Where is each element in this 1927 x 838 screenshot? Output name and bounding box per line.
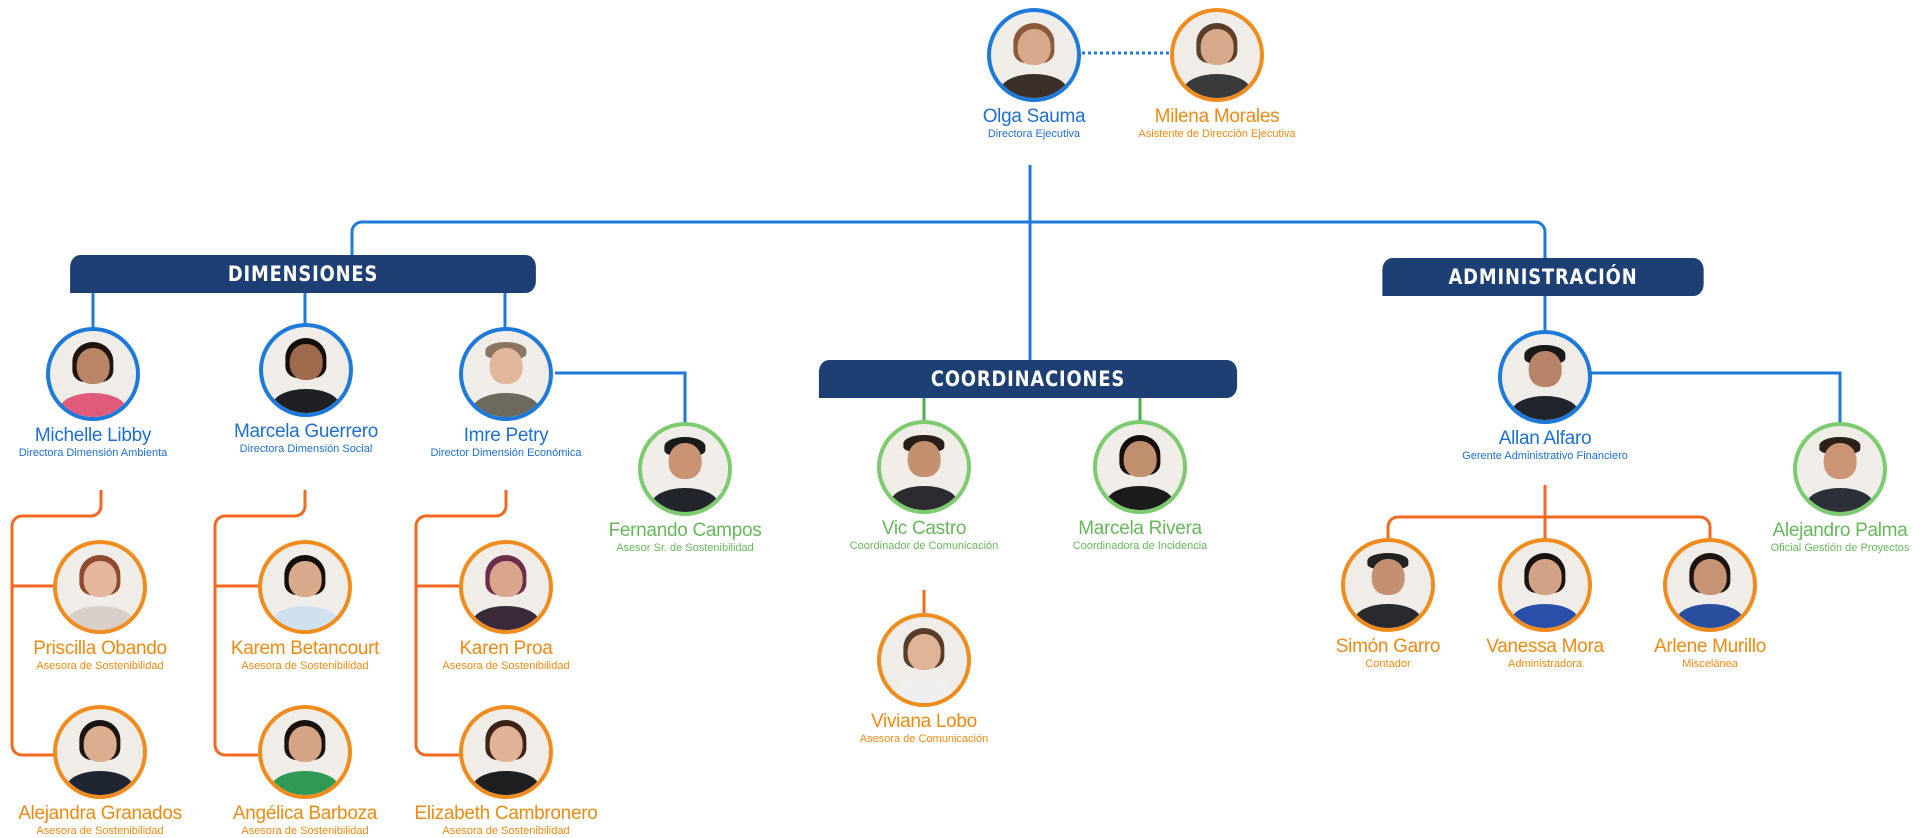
person-role: Director Dimensión Económica: [430, 447, 582, 459]
person-name: Milena Morales: [1154, 106, 1280, 127]
person-role: Asesora de Sostenibilidad: [442, 825, 570, 837]
avatar: [1170, 8, 1264, 102]
person-marcela-guerrero: Marcela Guerrero Directora Dimensión Soc…: [181, 323, 431, 456]
person-name: Allan Alfaro: [1498, 428, 1592, 449]
avatar: [1663, 538, 1757, 632]
avatar: [258, 705, 352, 799]
avatar: [1498, 538, 1592, 632]
avatar: [638, 422, 732, 516]
person-role: Oficial Gestión de Proyectos: [1770, 542, 1910, 554]
person-name: Karen Proa: [459, 638, 553, 659]
header-administracion-label: ADMINISTRACIÓN: [1448, 265, 1638, 289]
avatar: [258, 540, 352, 634]
person-name: Vanessa Mora: [1486, 636, 1604, 657]
header-coordinaciones-label: COORDINACIONES: [930, 367, 1126, 391]
person-name: Viviana Lobo: [871, 711, 977, 732]
header-coordinaciones: COORDINACIONES: [818, 360, 1238, 398]
person-role: Gerente Administrativo Financiero: [1462, 450, 1628, 462]
person-priscilla-obando: Priscilla Obando Asesora de Sostenibilid…: [0, 540, 225, 673]
avatar: [459, 327, 553, 421]
person-role: Miscelánea: [1682, 658, 1738, 670]
person-role: Asesora de Sostenibilidad: [241, 660, 369, 672]
person-michelle-libby: Michelle Libby Directora Dimensión Ambie…: [0, 327, 218, 460]
avatar: [53, 540, 147, 634]
person-vanessa-mora: Vanessa Mora Administradora: [1420, 538, 1670, 671]
person-name: Olga Sauma: [982, 106, 1086, 127]
person-name: Michelle Libby: [34, 425, 152, 446]
avatar: [46, 327, 140, 421]
person-name: Vic Castro: [881, 518, 967, 539]
person-role: Asesor Sr. de Sostenibilidad: [616, 542, 754, 554]
header-dimensiones: DIMENSIONES: [70, 255, 536, 293]
person-karen-proa: Karen Proa Asesora de Sostenibilidad: [381, 540, 631, 673]
header-administracion: ADMINISTRACIÓN: [1382, 258, 1704, 296]
person-karem-betancourt: Karem Betancourt Asesora de Sostenibilid…: [180, 540, 430, 673]
avatar: [987, 8, 1081, 102]
person-milena-morales: Milena Morales Asistente de Dirección Ej…: [1092, 8, 1342, 141]
person-alejandra-granados: Alejandra Granados Asesora de Sostenibil…: [0, 705, 225, 838]
person-role: Coordinadora de Incidencia: [1072, 540, 1208, 552]
avatar: [459, 540, 553, 634]
person-viviana-lobo: Viviana Lobo Asesora de Comunicación: [799, 613, 1049, 746]
person-imre-petry: Imre Petry Director Dimensión Económica: [381, 327, 631, 460]
person-role: Asesora de Sostenibilidad: [442, 660, 570, 672]
person-role: Directora Ejecutiva: [987, 128, 1081, 140]
person-simon-garro: Simón Garro Contador: [1263, 538, 1513, 671]
person-name: Karem Betancourt: [230, 638, 380, 659]
person-role: Administradora: [1508, 658, 1582, 670]
person-name: Imre Petry: [463, 425, 549, 446]
person-elizabeth-cambronero: Elizabeth Cambronero Asesora de Sostenib…: [381, 705, 631, 838]
person-name: Priscilla Obando: [33, 638, 167, 659]
header-dimensiones-label: DIMENSIONES: [227, 262, 379, 286]
person-vic-castro: Vic Castro Coordinador de Comunicación: [799, 420, 1049, 553]
person-name: Simón Garro: [1335, 636, 1441, 657]
avatar: [1093, 420, 1187, 514]
person-name: Elizabeth Cambronero: [414, 803, 598, 824]
person-allan-alfaro: Allan Alfaro Gerente Administrativo Fina…: [1420, 330, 1670, 463]
person-role: Coordinador de Comunicación: [849, 540, 999, 552]
avatar: [1498, 330, 1592, 424]
person-role: Directora Dimensión Ambienta: [18, 447, 168, 459]
person-name: Alejandra Granados: [18, 803, 182, 824]
person-role: Asesora de Sostenibilidad: [36, 660, 164, 672]
avatar: [53, 705, 147, 799]
person-role: Asesora de Comunicación: [859, 733, 989, 745]
person-name: Angélica Barboza: [232, 803, 378, 824]
person-role: Directora Dimensión Social: [239, 443, 373, 455]
avatar: [459, 705, 553, 799]
person-alejandro-palma: Alejandro Palma Oficial Gestión de Proye…: [1715, 422, 1927, 555]
person-fernando-campos: Fernando Campos Asesor Sr. de Sostenibil…: [560, 422, 810, 555]
person-role: Asistente de Dirección Ejecutiva: [1138, 128, 1296, 140]
person-role: Contador: [1365, 658, 1411, 670]
avatar: [877, 420, 971, 514]
avatar: [877, 613, 971, 707]
avatar: [1341, 538, 1435, 632]
person-angelica-barboza: Angélica Barboza Asesora de Sostenibilid…: [180, 705, 430, 838]
avatar: [1793, 422, 1887, 516]
person-name: Marcela Guerrero: [233, 421, 379, 442]
person-name: Alejandro Palma: [1772, 520, 1908, 541]
person-name: Arlene Murillo: [1654, 636, 1766, 657]
person-name: Marcela Rivera: [1078, 518, 1202, 539]
person-olga-sauma: Olga Sauma Directora Ejecutiva: [909, 8, 1159, 141]
person-role: Asesora de Sostenibilidad: [36, 825, 164, 837]
person-name: Fernando Campos: [608, 520, 762, 541]
person-arlene-murillo: Arlene Murillo Miscelánea: [1585, 538, 1835, 671]
person-marcela-rivera: Marcela Rivera Coordinadora de Incidenci…: [1015, 420, 1265, 553]
person-role: Asesora de Sostenibilidad: [241, 825, 369, 837]
avatar: [259, 323, 353, 417]
